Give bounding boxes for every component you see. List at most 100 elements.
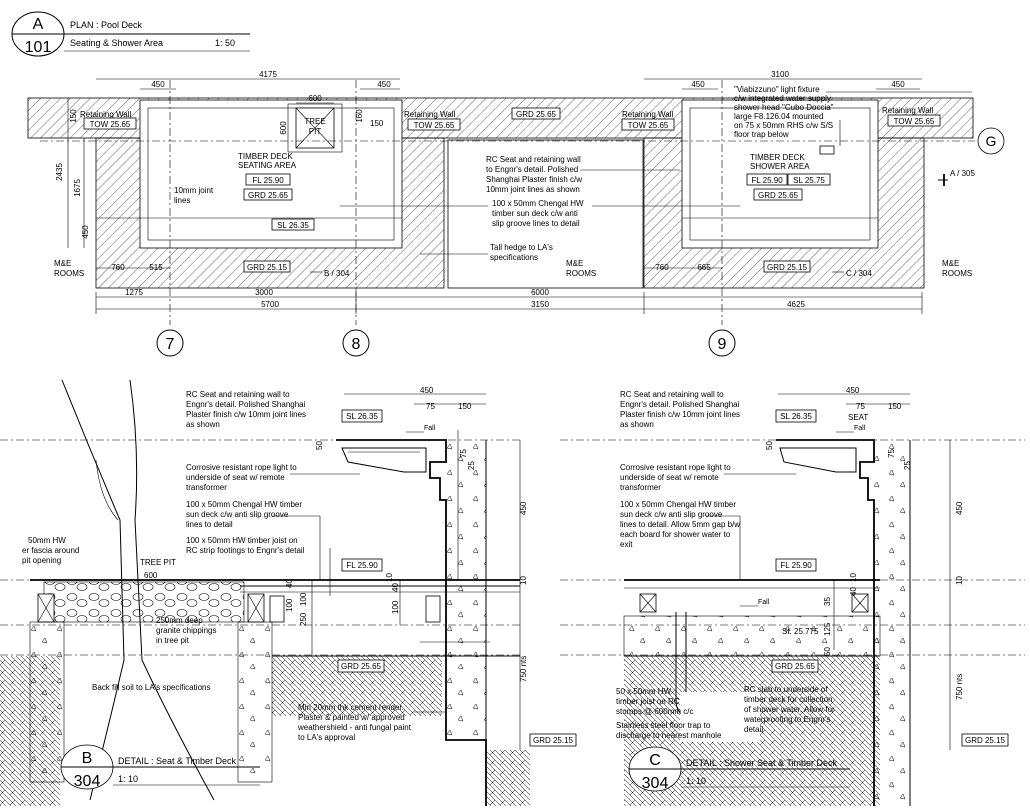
- detail-c-dim-10b: 10: [849, 573, 858, 582]
- svg-text:RC Seat and retaining wall: RC Seat and retaining wall: [486, 155, 581, 164]
- detail-c-dim-125: 125: [823, 622, 832, 636]
- detail-b-note-rc: RC Seat and retaining wall to Engnr's de…: [186, 390, 306, 429]
- plan-tag-tow-4: TOW 25.65: [894, 117, 935, 126]
- detail-c: Fall Fall 450 75 150 50 75 25 450 10 10 …: [560, 386, 1025, 806]
- detail-b-fall: Fall: [424, 425, 436, 432]
- plan-label-joint-1: 10mm joint: [174, 186, 214, 195]
- svg-text:granite chippings: granite chippings: [156, 626, 216, 635]
- detail-b-note-fascia: 50mm HW er fascia around pit opening: [22, 536, 79, 565]
- plan-dim-665: 665: [697, 263, 711, 272]
- plan-dim-6000: 6000: [531, 288, 549, 297]
- detail-c-tag-grd-15: GRD 25.15: [965, 736, 1006, 745]
- plan-label-me-1a: M&E: [54, 259, 71, 268]
- plan-label-timber-deck-1: TIMBER DECK: [238, 152, 293, 161]
- detail-c-seat: SEAT: [848, 413, 868, 422]
- svg-text:Plaster finish c/w 10mm joint: Plaster finish c/w 10mm joint lines: [620, 410, 740, 419]
- svg-text:er fascia around: er fascia around: [22, 546, 79, 555]
- plan-note-hedge: Tall hedge to LA's specifications: [420, 243, 553, 262]
- plan-label-me-2a: ROOMS: [54, 269, 84, 278]
- detail-b: Fall 450 75 150 50 75 25 450 10 100 40 2…: [0, 379, 577, 806]
- detail-b-note-render: Min 20mm thk cement render. Plaster & pa…: [297, 703, 446, 742]
- detail-c-dim-50: 50: [765, 441, 774, 450]
- detail-b-tree-pit: TREE PIT: [140, 558, 176, 567]
- plan-tag-grd-shower: GRD 25.65: [758, 191, 799, 200]
- plan-dim-150: 150: [370, 119, 384, 128]
- svg-text:stumps @ 600mm c/c: stumps @ 600mm c/c: [616, 707, 693, 716]
- title-c-number: 304: [642, 775, 669, 792]
- detail-b-tag-fl: FL 25.90: [346, 561, 378, 570]
- detail-b-dim-10b: 10: [385, 573, 394, 582]
- svg-text:10mm joint lines as shown: 10mm joint lines as shown: [486, 185, 580, 194]
- svg-text:as shown: as shown: [186, 420, 220, 429]
- title-c-letter: C: [649, 752, 661, 769]
- detail-c-dim-10a: 10: [955, 576, 964, 585]
- detail-b-dim-250: 250: [299, 612, 308, 626]
- plan-dim-515: 515: [149, 263, 163, 272]
- plan-label-retaining-wall-1: Retaining Wall: [80, 110, 132, 119]
- plan-tag-grd-seat: GRD 25.65: [248, 191, 289, 200]
- svg-text:50mm HW: 50mm HW: [28, 536, 66, 545]
- title-b-line1: DETAIL : Seat & Timber Deck: [118, 756, 237, 766]
- svg-text:100 x 50mm Chengal HW timber: 100 x 50mm Chengal HW timber: [620, 500, 736, 509]
- plan-note-timber: 100 x 50mm Chengal HW timber sun deck c/…: [340, 199, 740, 228]
- plan-tag-grd-bottom-1: GRD 25.15: [247, 263, 288, 272]
- plan-dim-top-450a: 450: [151, 80, 165, 89]
- svg-text:Shanghai Plaster finish c/w: Shanghai Plaster finish c/w: [486, 175, 582, 184]
- title-a-number: 101: [25, 39, 52, 56]
- plan-label-tree-pit-2: PIT: [309, 127, 322, 136]
- svg-text:"Viabizzuno" light fixture: "Viabizzuno" light fixture: [734, 85, 820, 94]
- detail-b-note-joist: 100 x 50mm HW timber joist on RC strip f…: [186, 536, 331, 596]
- svg-text:Corrosive resistant rope light: Corrosive resistant rope light to: [620, 463, 731, 472]
- svg-text:on 75 x 50mm RHS c/w S/S: on 75 x 50mm RHS c/w S/S: [734, 121, 833, 130]
- plan-dim-left-150: 150: [69, 109, 78, 123]
- plan-label-seating-area: SEATING AREA: [238, 161, 297, 170]
- svg-text:RC Seat and retaining wall to: RC Seat and retaining wall to: [186, 390, 290, 399]
- plan-tag-sl: SL 26.35: [277, 221, 309, 230]
- detail-c-note-trap: Stainless steel floor trap to discharge …: [616, 721, 722, 740]
- plan-label-shower-area: SHOWER AREA: [750, 162, 810, 171]
- svg-text:timber sun deck c/w anti: timber sun deck c/w anti: [492, 209, 578, 218]
- detail-c-note-rc: RC Seat and retaining wall to Engnr's de…: [620, 390, 740, 429]
- title-b-letter: B: [82, 750, 93, 767]
- title-c-scale: 1: 10: [686, 776, 706, 786]
- detail-c-tag-fl: FL 25.90: [780, 561, 812, 570]
- detail-b-dim-75: 75: [426, 402, 435, 411]
- detail-b-dim-450v: 450: [519, 501, 528, 515]
- detail-b-dim-10a: 10: [519, 576, 528, 585]
- svg-text:to Engnr's detail. Polished: to Engnr's detail. Polished: [486, 165, 578, 174]
- plan-dim-left-450: 450: [81, 225, 90, 239]
- plan-label-tree-pit-1: TREE: [304, 117, 325, 126]
- svg-text:c/w integrated water supply: c/w integrated water supply: [734, 94, 831, 103]
- plan-dim-160: 160: [355, 109, 364, 123]
- detail-c-dim-35: 35: [823, 597, 832, 606]
- plan-tag-grd-bottom-2: GRD 25.15: [767, 263, 808, 272]
- svg-text:detail: detail: [744, 725, 763, 734]
- title-b-number: 304: [74, 773, 101, 790]
- detail-c-fall-lower: Fall: [758, 599, 770, 606]
- plan-dim-5700: 5700: [261, 300, 279, 309]
- detail-b-dim-450: 450: [420, 386, 434, 395]
- detail-b-dim-100b: 100: [391, 600, 400, 614]
- plan-dim-600v: 600: [279, 121, 288, 135]
- svg-text:100 x 50mm HW timber joist on: 100 x 50mm HW timber joist on: [186, 536, 298, 545]
- svg-text:weathershield - anti fungal pa: weathershield - anti fungal paint: [297, 723, 412, 732]
- plan-dim-760a: 760: [111, 263, 125, 272]
- detail-b-dim-100a: 100: [285, 598, 294, 612]
- detail-b-dim-750: 750 nts: [519, 656, 528, 682]
- title-a-line2: Seating & Shower Area: [70, 38, 163, 48]
- svg-text:lines to detail. Allow 5mm gap: lines to detail. Allow 5mm gap b/w: [620, 520, 740, 529]
- plan-label-retaining-wall-2: Retaining Wall: [404, 110, 456, 119]
- grid-bubble-8: 8: [352, 336, 361, 353]
- title-a-scale: 1: 50: [215, 38, 235, 48]
- plan-label-retaining-wall-3: Retaining Wall: [622, 110, 674, 119]
- detail-c-dim-150: 150: [888, 402, 902, 411]
- plan-tag-tow-2: TOW 25.65: [414, 121, 455, 130]
- plan-dim-top-450d: 450: [891, 80, 905, 89]
- detail-b-note-rope: Corrosive resistant rope light to unders…: [186, 463, 360, 492]
- plan-view: 4175 450 600 450 3100 450 450 2435 1675 …: [27, 70, 1005, 357]
- svg-text:specifications: specifications: [490, 253, 538, 262]
- plan-label-me-2b: ROOMS: [566, 269, 596, 278]
- detail-c-dim-75: 75: [856, 402, 865, 411]
- plan-dim-760b: 760: [655, 263, 669, 272]
- svg-text:transformer: transformer: [186, 483, 227, 492]
